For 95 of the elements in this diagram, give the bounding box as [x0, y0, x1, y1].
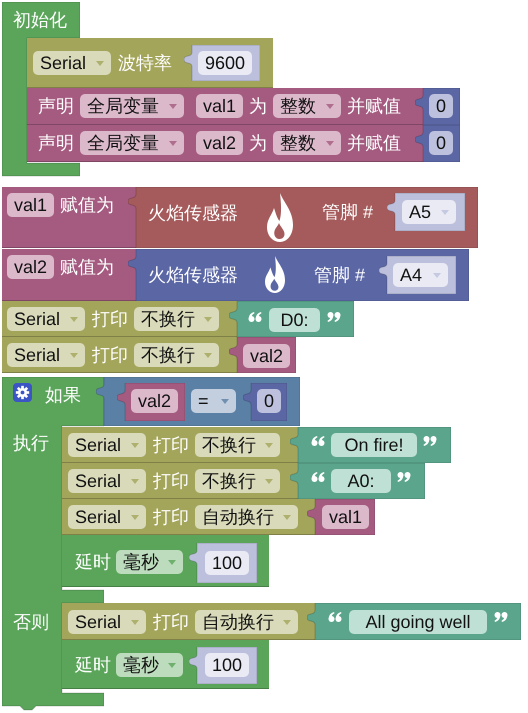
string-field: On fire!	[331, 433, 417, 457]
dropdown-field: 全局变量	[80, 94, 184, 118]
compare-block	[96, 377, 300, 426]
pin-block	[379, 256, 456, 294]
variable-name-field: val2	[196, 131, 244, 155]
dropdown-field: 整数	[273, 94, 341, 118]
number-block	[189, 543, 257, 583]
variable-name-field: val1	[7, 193, 54, 217]
block-label: 打印	[153, 434, 189, 457]
string-field: All going well	[349, 610, 487, 634]
dropdown-field: 全局变量	[80, 131, 184, 155]
number-field: 9600	[198, 51, 252, 75]
dropdown-field: =	[191, 389, 236, 413]
number-field: 0	[429, 131, 454, 155]
number-block	[415, 125, 460, 162]
string-block	[229, 301, 354, 337]
dropdown-field: Serial	[68, 610, 146, 634]
serial-print-block	[2, 301, 237, 337]
dropdown-field: Serial	[68, 505, 146, 529]
dropdown-field: 整数	[273, 131, 341, 155]
block-label: 管脚 #	[322, 201, 374, 224]
dropdown-field: Serial	[7, 307, 85, 331]
block-label: 打印	[153, 470, 189, 493]
variable-block	[229, 337, 296, 373]
declare-variable-block	[27, 125, 423, 162]
dropdown-field: 不换行	[134, 307, 219, 331]
string-field: D0:	[269, 308, 320, 332]
serial-print-block	[2, 337, 237, 373]
block-label: 火焰传感器	[148, 264, 238, 287]
assign-variable-block	[2, 187, 136, 248]
block-label: 延时	[75, 551, 111, 574]
dropdown-field: 毫秒	[116, 653, 183, 677]
dropdown-field: 毫秒	[116, 550, 183, 574]
block-label: 初始化	[13, 9, 67, 32]
number-block	[415, 88, 460, 125]
dropdown-field: 不换行	[134, 343, 219, 367]
block-label: 为	[249, 132, 267, 155]
variable-name-field: val1	[196, 94, 244, 118]
block-label: 为	[249, 95, 267, 118]
block-label: 延时	[75, 654, 111, 677]
serial-print-block	[62, 603, 315, 640]
variable-name-field: val2	[7, 255, 54, 279]
number-block	[189, 647, 257, 684]
block-label: 声明	[38, 95, 74, 118]
block-label: 执行	[13, 432, 49, 455]
string-block	[290, 463, 425, 499]
serial-print-block	[62, 499, 315, 535]
block-label: 打印	[92, 344, 128, 367]
serial-setup-block	[27, 38, 273, 88]
declare-variable-block	[27, 88, 423, 125]
block-label: 打印	[92, 308, 128, 331]
block-label: 赋值为	[60, 256, 114, 279]
number-field: 100	[205, 653, 250, 677]
flame-sensor-block	[128, 249, 469, 301]
block-label: 声明	[38, 132, 74, 155]
block-label: 并赋值	[347, 132, 401, 155]
delay-block	[62, 640, 269, 689]
dropdown-field: A4	[393, 263, 448, 287]
block-label: 管脚 #	[314, 264, 366, 287]
serial-print-block	[62, 427, 298, 463]
block-label: 波特率	[118, 52, 172, 75]
dropdown-field: 自动换行	[195, 505, 298, 529]
number-field: 100	[205, 551, 250, 575]
delay-block	[62, 535, 269, 587]
dropdown-field: Serial	[7, 343, 85, 367]
variable-block	[117, 383, 185, 421]
variable-name-field: val1	[322, 505, 370, 529]
flame-sensor-block	[128, 187, 478, 248]
dropdown-field: 不换行	[195, 433, 280, 457]
dropdown-field: Serial	[68, 433, 146, 457]
string-field: A0:	[331, 469, 391, 493]
block-label: 火焰传感器	[148, 202, 238, 225]
block-label: 否则	[13, 611, 49, 634]
dropdown-field: Serial	[68, 469, 146, 493]
dropdown-field: A5	[402, 200, 456, 224]
dropdown-field: 不换行	[195, 469, 280, 493]
variable-block	[307, 499, 375, 535]
assign-variable-block	[2, 249, 136, 301]
pin-block	[387, 193, 465, 231]
number-field: 0	[429, 94, 454, 118]
dropdown-field: 自动换行	[195, 610, 298, 634]
number-block	[243, 383, 287, 421]
string-block	[307, 603, 521, 640]
variable-name-field: val2	[243, 344, 290, 368]
block-label: 赋值为	[60, 194, 114, 217]
block-label: 如果	[45, 384, 81, 407]
string-block	[290, 427, 451, 463]
serial-print-block	[62, 463, 298, 499]
dropdown-field: Serial	[33, 51, 111, 75]
block-label: 打印	[153, 611, 189, 634]
block-label: 并赋值	[347, 95, 401, 118]
block-label: 打印	[153, 506, 189, 529]
number-field: 0	[257, 389, 282, 413]
number-block	[184, 45, 260, 81]
variable-name-field: val2	[131, 389, 178, 413]
